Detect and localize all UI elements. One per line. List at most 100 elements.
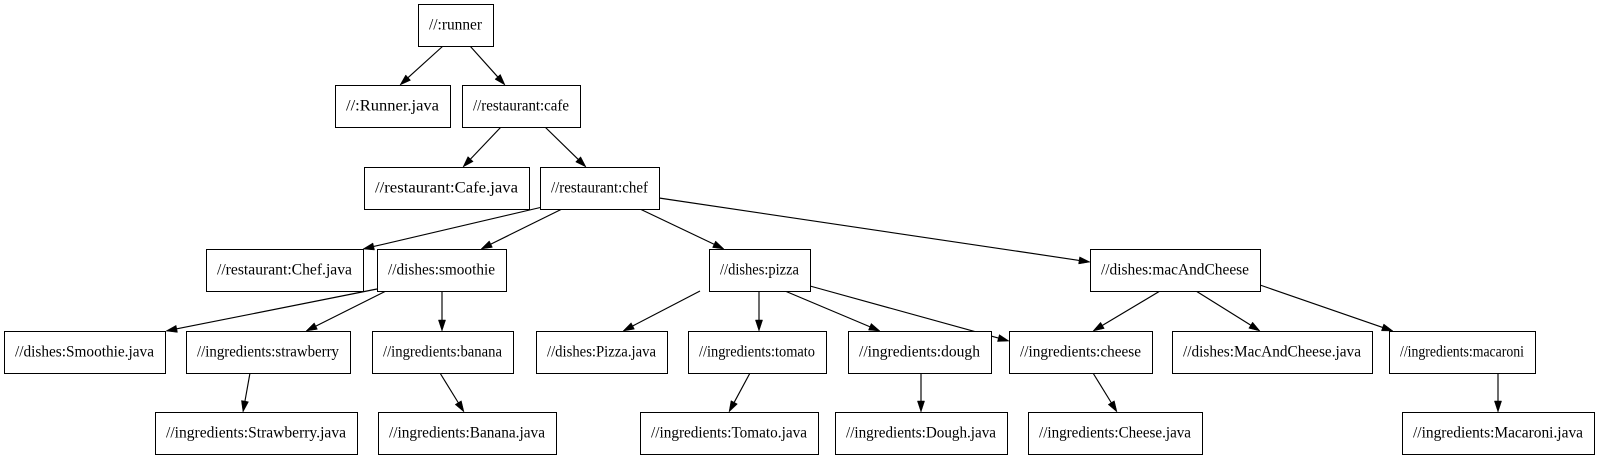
graph-node-cafe_java[interactable]: //restaurant:Cafe.java [364,167,530,210]
edge-arrowhead-icon [755,319,763,332]
graph-edge [1259,284,1394,332]
graph-node-ing_tomato[interactable]: //ingredients:tomato [688,331,827,374]
graph-edge [399,45,444,86]
node-box[interactable] [709,249,811,292]
graph-node-chef_java[interactable]: //restaurant:Chef.java [206,249,364,292]
edge-line [733,372,751,403]
edge-arrowhead-icon [165,324,178,333]
graph-edge [362,204,552,251]
graph-node-banana_java[interactable]: //ingredients:Banana.java [378,412,557,455]
edge-line [176,288,378,330]
node-label: //dishes:macAndCheese [1101,262,1249,279]
graph-node-restaurant_chef[interactable]: //restaurant:chef [540,167,660,210]
node-box[interactable] [1028,412,1203,455]
graph-node-dishes_pizza[interactable]: //dishes:pizza [709,249,811,292]
edge-line [407,45,444,79]
edge-arrowhead-icon [997,334,1010,342]
node-label: //ingredients:tomato [699,344,815,361]
edge-arrowhead-icon [1092,321,1105,332]
graph-edge [305,290,387,332]
node-label: //restaurant:cafe [473,98,569,115]
graph-edge [1195,290,1261,332]
node-box[interactable] [4,331,166,374]
graph-node-dough_java[interactable]: //ingredients:Dough.java [835,412,1008,455]
node-label: //dishes:pizza [720,262,799,279]
graph-node-restaurant_cafe[interactable]: //restaurant:cafe [462,85,581,128]
node-box[interactable] [540,167,660,210]
edge-line [439,372,459,403]
node-box[interactable] [378,412,557,455]
node-box[interactable] [335,85,451,128]
edge-line [544,126,579,160]
graph-node-ing_dough[interactable]: //ingredients:dough [848,331,992,374]
graph-node-ing_cheese[interactable]: //ingredients:cheese [1009,331,1153,374]
graph-edge [622,290,701,332]
node-box[interactable] [835,412,1008,455]
graph-node-ing_strawberry[interactable]: //ingredients:strawberry [186,331,351,374]
graph-node-pizza_java[interactable]: //dishes:Pizza.java [536,331,668,374]
node-box[interactable] [206,249,364,292]
node-box[interactable] [418,4,494,47]
node-box[interactable] [1389,331,1536,374]
node-label: //ingredients:Strawberry.java [166,425,346,442]
node-box[interactable] [688,331,827,374]
node-label: //:runner [429,17,483,34]
edge-arrowhead-icon [305,322,318,332]
edge-line [1195,290,1251,326]
node-label: //ingredients:banana [383,344,502,361]
edge-arrowhead-icon [1381,323,1394,332]
node-box[interactable] [1090,249,1261,292]
node-box[interactable] [848,331,992,374]
edge-arrowhead-icon [494,73,506,86]
graph-node-smoothie_java[interactable]: //dishes:Smoothie.java [4,331,166,374]
graph-node-macaroni_java[interactable]: //ingredients:Macaroni.java [1402,412,1595,455]
node-box[interactable] [377,249,507,292]
node-box[interactable] [155,412,358,455]
graph-edge [639,208,725,250]
edge-arrowhead-icon [362,242,375,251]
graph-edge [544,126,587,168]
node-box[interactable] [1009,331,1153,374]
node-box[interactable] [364,167,530,210]
node-label: //restaurant:Cafe.java [375,180,518,197]
node-label: //restaurant:Chef.java [217,262,352,279]
node-label: //:Runner.java [346,98,439,115]
graph-node-dishes_mac[interactable]: //dishes:macAndCheese [1090,249,1261,292]
node-box[interactable] [1172,331,1373,374]
edge-line [373,204,552,248]
graph-node-runner_java[interactable]: //:Runner.java [335,85,451,128]
edge-arrowhead-icon [1248,321,1261,332]
graph-edge [241,372,251,413]
graph-edge [165,288,378,333]
node-label: //ingredients:strawberry [197,344,339,361]
graph-node-runner[interactable]: //:runner [418,4,494,47]
edge-arrowhead-icon [917,400,925,413]
graph-node-strawberry_java[interactable]: //ingredients:Strawberry.java [155,412,358,455]
edge-arrowhead-icon [241,400,249,413]
graph-edge [755,291,763,332]
graph-node-cheese_java[interactable]: //ingredients:Cheese.java [1028,412,1203,455]
graph-node-dishes_smoothie[interactable]: //dishes:smoothie [377,249,507,292]
node-box[interactable] [640,412,819,455]
graph-edge [658,197,1091,265]
graph-edge [480,208,563,250]
node-box[interactable] [462,85,581,128]
node-box[interactable] [1402,412,1595,455]
graph-node-mac_java[interactable]: //dishes:MacAndCheese.java [1172,331,1373,374]
edge-line [469,45,499,78]
node-box[interactable] [536,331,668,374]
edge-line [315,290,387,327]
node-box[interactable] [186,331,351,374]
graph-edge [917,373,925,413]
node-label: //ingredients:Banana.java [389,425,545,442]
graph-node-ing_macaroni[interactable]: //ingredients:macaroni [1389,331,1536,374]
node-label: //ingredients:Tomato.java [651,425,807,442]
graph-node-ing_banana[interactable]: //ingredients:banana [372,331,514,374]
edge-arrowhead-icon [480,240,493,250]
node-box[interactable] [372,331,514,374]
graph-node-tomato_java[interactable]: //ingredients:Tomato.java [640,412,819,455]
node-label: //ingredients:Cheese.java [1039,425,1191,442]
edge-line [1102,290,1161,326]
node-label: //restaurant:chef [551,180,649,197]
